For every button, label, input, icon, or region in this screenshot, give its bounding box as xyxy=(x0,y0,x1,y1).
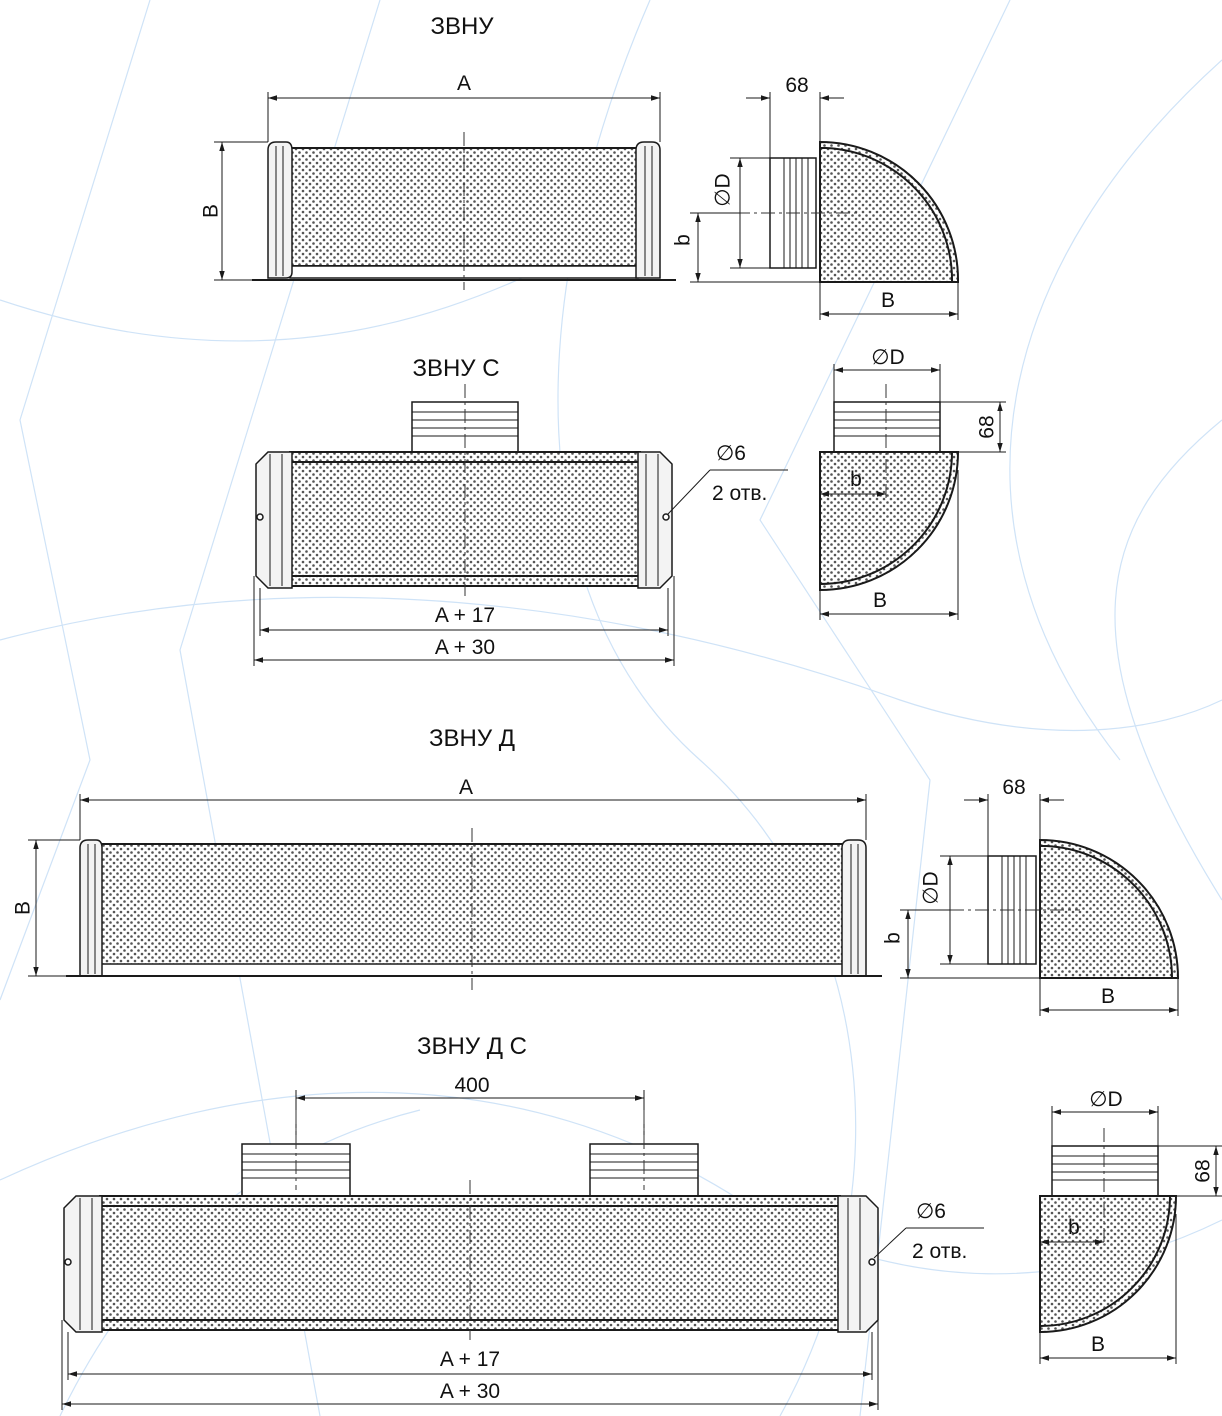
dimension-label: B xyxy=(1101,985,1115,1008)
dimension-depth: B xyxy=(1039,1214,1177,1364)
hole-callout: ∅6 2 отв. xyxy=(667,442,788,515)
dimension-label: A + 30 xyxy=(440,1380,500,1403)
dimension-68: 68 xyxy=(746,74,844,158)
section-zvnu: ЗВНУ A B xyxy=(200,13,960,320)
background-pattern-line xyxy=(0,596,1222,732)
mounting-hole-icon xyxy=(256,513,264,521)
perforated-hood xyxy=(1039,1195,1178,1334)
dimension-68: 68 xyxy=(964,776,1064,856)
dimension-label: A xyxy=(457,72,471,95)
dimension-label: ∅6 xyxy=(716,442,746,465)
dimension-diameter: ∅D xyxy=(712,157,770,269)
drawing-path xyxy=(1040,845,1174,979)
dimension-label: b xyxy=(882,932,905,944)
perforated-hood xyxy=(1039,838,1180,979)
front-view xyxy=(63,1110,879,1340)
dimension-height: B xyxy=(200,141,268,281)
dimension-label: B xyxy=(1091,1333,1105,1356)
mounting-hole-icon xyxy=(64,1258,72,1266)
detail-line xyxy=(667,469,711,515)
side-view xyxy=(819,384,960,592)
dimension-a: A xyxy=(79,776,867,840)
dimension-a17: A + 17 xyxy=(67,1332,873,1380)
dimension-label: B xyxy=(881,289,895,312)
section-title: ЗВНУ Д С xyxy=(417,1033,527,1060)
dimension-b-offset: b xyxy=(672,212,820,283)
background-pattern-line xyxy=(1114,419,1222,901)
section-zvnu-dc: ЗВНУ Д С 400 xyxy=(61,1033,1222,1410)
section-zvnu-c: ЗВНУ С ∅6 2 отв. xyxy=(253,346,1006,666)
dimension-label: B xyxy=(200,204,223,218)
dimension-label: b xyxy=(1068,1216,1080,1239)
dimension-label: b xyxy=(672,234,695,246)
dimension-depth: B xyxy=(1039,978,1179,1016)
dimension-label: A + 30 xyxy=(435,636,495,659)
front-view xyxy=(252,132,676,290)
left-end-cap xyxy=(255,451,293,589)
top-spigot xyxy=(1051,1145,1159,1197)
right-end-cap xyxy=(841,839,867,977)
dimension-label: 2 отв. xyxy=(712,482,767,505)
dimension-label: 2 отв. xyxy=(912,1240,967,1263)
dimension-a30: A + 30 xyxy=(253,576,675,666)
section-title: ЗВНУ xyxy=(430,13,494,40)
dimension-label: B xyxy=(873,589,887,612)
front-view xyxy=(255,384,673,596)
left-end-cap xyxy=(267,141,293,279)
right-end-cap xyxy=(635,141,661,279)
dimension-label: ∅D xyxy=(920,871,943,904)
dimension-depth: B xyxy=(819,282,959,320)
dimension-a30: A + 30 xyxy=(61,1320,879,1410)
dimension-label: A + 17 xyxy=(435,604,495,627)
hole-callout: ∅6 2 отв. xyxy=(873,1200,984,1263)
side-view xyxy=(1039,1128,1178,1334)
front-view xyxy=(66,828,882,990)
dimension-68: 68 xyxy=(1158,1145,1222,1197)
dimension-68: 68 xyxy=(940,401,1006,453)
dimension-label: ∅6 xyxy=(916,1200,946,1223)
dimension-diameter: ∅D xyxy=(833,346,941,402)
background-pattern-line xyxy=(1009,59,1222,761)
dimension-label: ∅D xyxy=(1089,1088,1122,1111)
drawing-path xyxy=(1039,1195,1171,1327)
background-pattern-line xyxy=(0,0,151,1001)
dimension-label: b xyxy=(850,468,862,491)
dimension-label: 68 xyxy=(1192,1159,1215,1182)
dimension-label: ∅D xyxy=(871,346,904,369)
section-zvnu-d: ЗВНУ Д A B xyxy=(12,725,1180,1016)
dimension-a17: A + 17 xyxy=(259,588,669,636)
detail-line xyxy=(873,1227,907,1259)
perforated-hood xyxy=(819,140,960,283)
dimension-label: 68 xyxy=(1002,776,1025,799)
dimension-diameter: ∅D xyxy=(1051,1088,1159,1146)
dimension-height: B xyxy=(12,839,80,977)
top-spigot xyxy=(833,401,941,453)
mounting-hole-icon xyxy=(662,513,670,521)
dimension-a: A xyxy=(267,72,661,142)
dimension-label: ∅D xyxy=(712,173,735,206)
dimension-label: 400 xyxy=(454,1074,489,1097)
dimension-label: B xyxy=(12,901,35,915)
section-title: ЗВНУ С xyxy=(412,355,499,382)
drawing-path xyxy=(820,147,954,283)
mounting-hole-icon xyxy=(868,1258,876,1266)
drawing-path xyxy=(819,451,953,585)
left-end-cap xyxy=(79,839,103,977)
side-view xyxy=(736,140,960,283)
dimension-b-offset: b xyxy=(1040,1216,1104,1245)
background-pattern-line xyxy=(0,259,561,342)
side-view xyxy=(950,838,1180,979)
dimension-label: A xyxy=(459,776,473,799)
dimension-label: A + 17 xyxy=(440,1348,500,1371)
perforated-hood xyxy=(819,451,960,592)
dimension-b-offset: b xyxy=(820,468,886,497)
dimension-b-offset: b xyxy=(882,909,1040,979)
dimension-label: 68 xyxy=(785,74,808,97)
section-title: ЗВНУ Д xyxy=(429,725,515,752)
dimension-label: 68 xyxy=(976,415,999,438)
dimension-depth: B xyxy=(819,470,959,620)
